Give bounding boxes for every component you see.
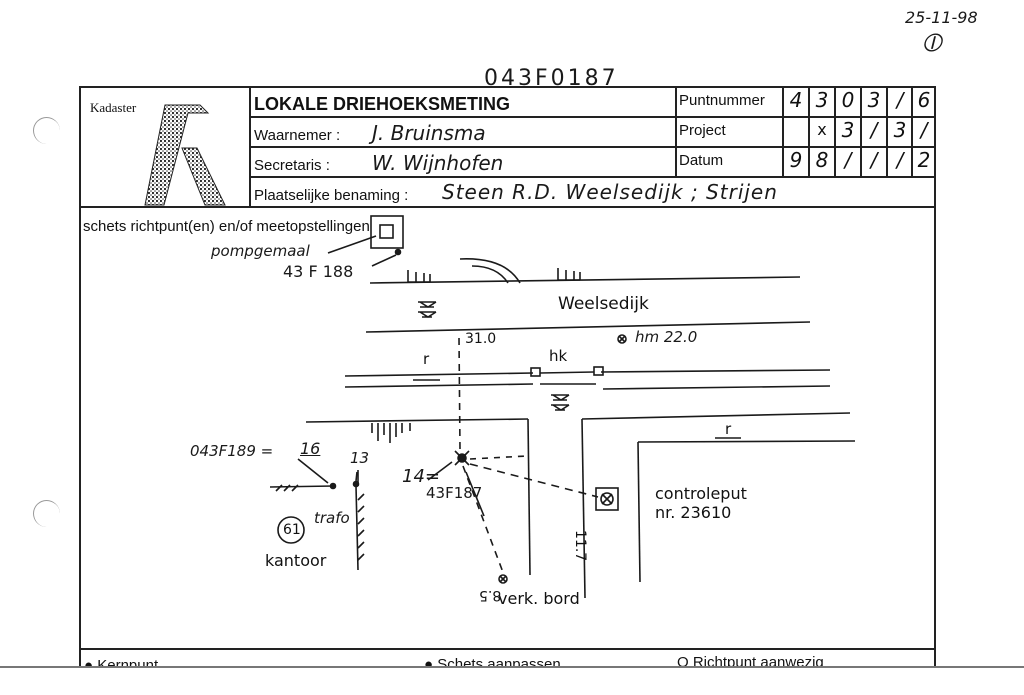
point-digit: 4 [789, 88, 803, 112]
date-digit: 8 [815, 148, 829, 172]
kadaster-logo-text: Kadaster [90, 100, 137, 115]
point-43f188-label: 43 F 188 [283, 262, 354, 281]
right-block-divider [675, 86, 677, 176]
point-43f187-label: 43F187 [426, 484, 483, 502]
hm-label: hm 22.0 [635, 328, 698, 346]
date-digit: / [870, 148, 878, 172]
value-14-label: 14= [402, 466, 440, 487]
header-bottom-line [79, 206, 936, 208]
digit-divider-1 [808, 86, 810, 176]
handwritten-date: 25-11-98 [905, 8, 978, 27]
date-digit: / [896, 148, 904, 172]
sketch-section-label: schets richtpunt(en) en/of meetopstellin… [83, 218, 370, 235]
survey-form [79, 86, 936, 695]
point-digit: 6 [917, 88, 931, 112]
point-number-label: Puntnummer [679, 92, 765, 109]
point-043f189-label: 043F189 = [190, 442, 274, 460]
footer-line [79, 648, 936, 650]
controleput-nr-label: nr. 23610 [655, 503, 732, 522]
handwritten-mark: ⦶ [922, 28, 941, 58]
secretary-label: Secretaris : [254, 157, 330, 174]
date-digit: / [844, 148, 852, 172]
point-digit: 0 [841, 88, 855, 112]
road-name-label: Weelsedijk [558, 294, 649, 314]
row-line-1 [249, 116, 936, 118]
value-13-label: 13 [350, 449, 370, 467]
project-label: Project [679, 122, 726, 139]
point-digit: / [896, 88, 904, 112]
digit-divider-2 [834, 86, 836, 176]
row-line-3 [249, 176, 936, 178]
point-digit: 3 [815, 88, 829, 112]
kantoor-label: kantoor [265, 551, 327, 570]
project-digit: 3 [841, 118, 855, 142]
r-label-2: r [725, 420, 732, 438]
number-61-label: 61 [283, 522, 301, 538]
controleput-label: controleput [655, 484, 747, 503]
punch-hole-top [33, 117, 60, 144]
punch-hole-bottom [33, 500, 60, 527]
date-digit: 9 [789, 148, 803, 172]
date-digit: 2 [917, 148, 931, 172]
project-digit: 3 [893, 118, 907, 142]
digit-divider-3 [860, 86, 862, 176]
location-value: Steen R.D. Weelsedijk ; Strijen [442, 180, 778, 204]
digit-divider-5 [911, 86, 913, 176]
point-digit: 3 [867, 88, 881, 112]
location-label: Plaatselijke benaming : [254, 187, 409, 204]
digit-divider-4 [886, 86, 888, 176]
row-line-2 [249, 146, 936, 148]
project-digit: x [817, 120, 827, 139]
value-16-label: 16 [300, 439, 321, 458]
observer-value: J. Bruinsma [372, 121, 486, 145]
form-title: LOKALE DRIEHOEKSMETING [254, 94, 511, 114]
observer-label: Waarnemer : [254, 127, 341, 144]
project-digit: / [920, 118, 928, 142]
pompgemaal-label: pompgemaal [211, 242, 310, 260]
date-label: Datum [679, 152, 724, 169]
page-edge [0, 666, 1024, 668]
project-digit: / [870, 118, 878, 142]
value-117-label: 11.7 [572, 530, 588, 562]
page-bottom-fold [0, 668, 1024, 695]
secretary-value: W. Wijnhofen [372, 151, 504, 175]
trafo-label: trafo [314, 509, 350, 527]
digit-divider-0 [782, 86, 784, 176]
hk-label: hk [549, 347, 568, 365]
measure-31-label: 31.0 [465, 331, 497, 347]
r-label-1: r [423, 350, 430, 368]
verk-bord-label: verk. bord [498, 589, 580, 608]
